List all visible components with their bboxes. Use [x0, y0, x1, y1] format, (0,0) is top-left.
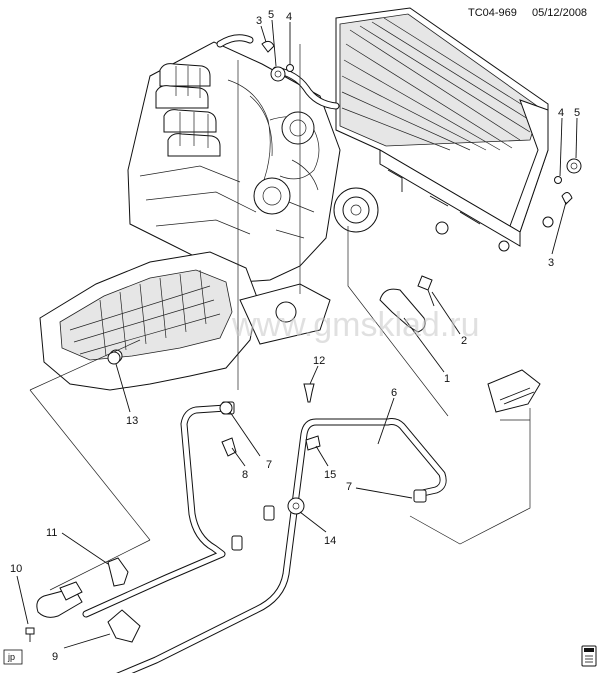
callout-13: 13 [126, 415, 138, 427]
watermark-text: www.gmsklad.ru [231, 306, 480, 344]
callout-6: 6 [391, 387, 397, 399]
callout-4-right: 4 [558, 107, 564, 119]
corner-tag: jp [3, 649, 23, 665]
callout-labels: 3 4 5 5 4 3 2 1 12 6 13 7 8 15 7 14 11 1… [10, 9, 580, 663]
radiator [335, 7, 554, 252]
small-parts [25, 40, 582, 643]
callout-2: 2 [461, 335, 467, 347]
callout-7-left: 7 [266, 459, 272, 471]
callout-14: 14 [324, 535, 336, 547]
corner-tag-text: jp [7, 652, 15, 662]
leader-lines [16, 19, 578, 649]
reference-book-icon [581, 645, 597, 667]
callout-8: 8 [242, 469, 248, 481]
callout-15: 15 [324, 469, 336, 481]
guide-lines [29, 44, 531, 591]
callout-3-right: 3 [548, 257, 554, 269]
callout-5-top: 5 [268, 9, 274, 21]
callout-10: 10 [10, 563, 22, 575]
callout-3-top: 3 [256, 15, 262, 27]
callout-7-right: 7 [346, 481, 352, 493]
callout-11: 11 [46, 527, 57, 539]
transmission [39, 251, 331, 391]
front-direction-arrow [487, 369, 541, 413]
callout-9: 9 [52, 651, 58, 663]
callout-4-top: 4 [286, 11, 292, 23]
diagram-date: 05/12/2008 [532, 7, 587, 19]
callout-5-right: 5 [574, 107, 580, 119]
cooler-lines [36, 401, 447, 673]
callout-1: 1 [444, 373, 450, 385]
engine-assembly [127, 34, 379, 283]
callout-12: 12 [313, 355, 325, 367]
diagram-code: TC04-969 [468, 7, 517, 19]
